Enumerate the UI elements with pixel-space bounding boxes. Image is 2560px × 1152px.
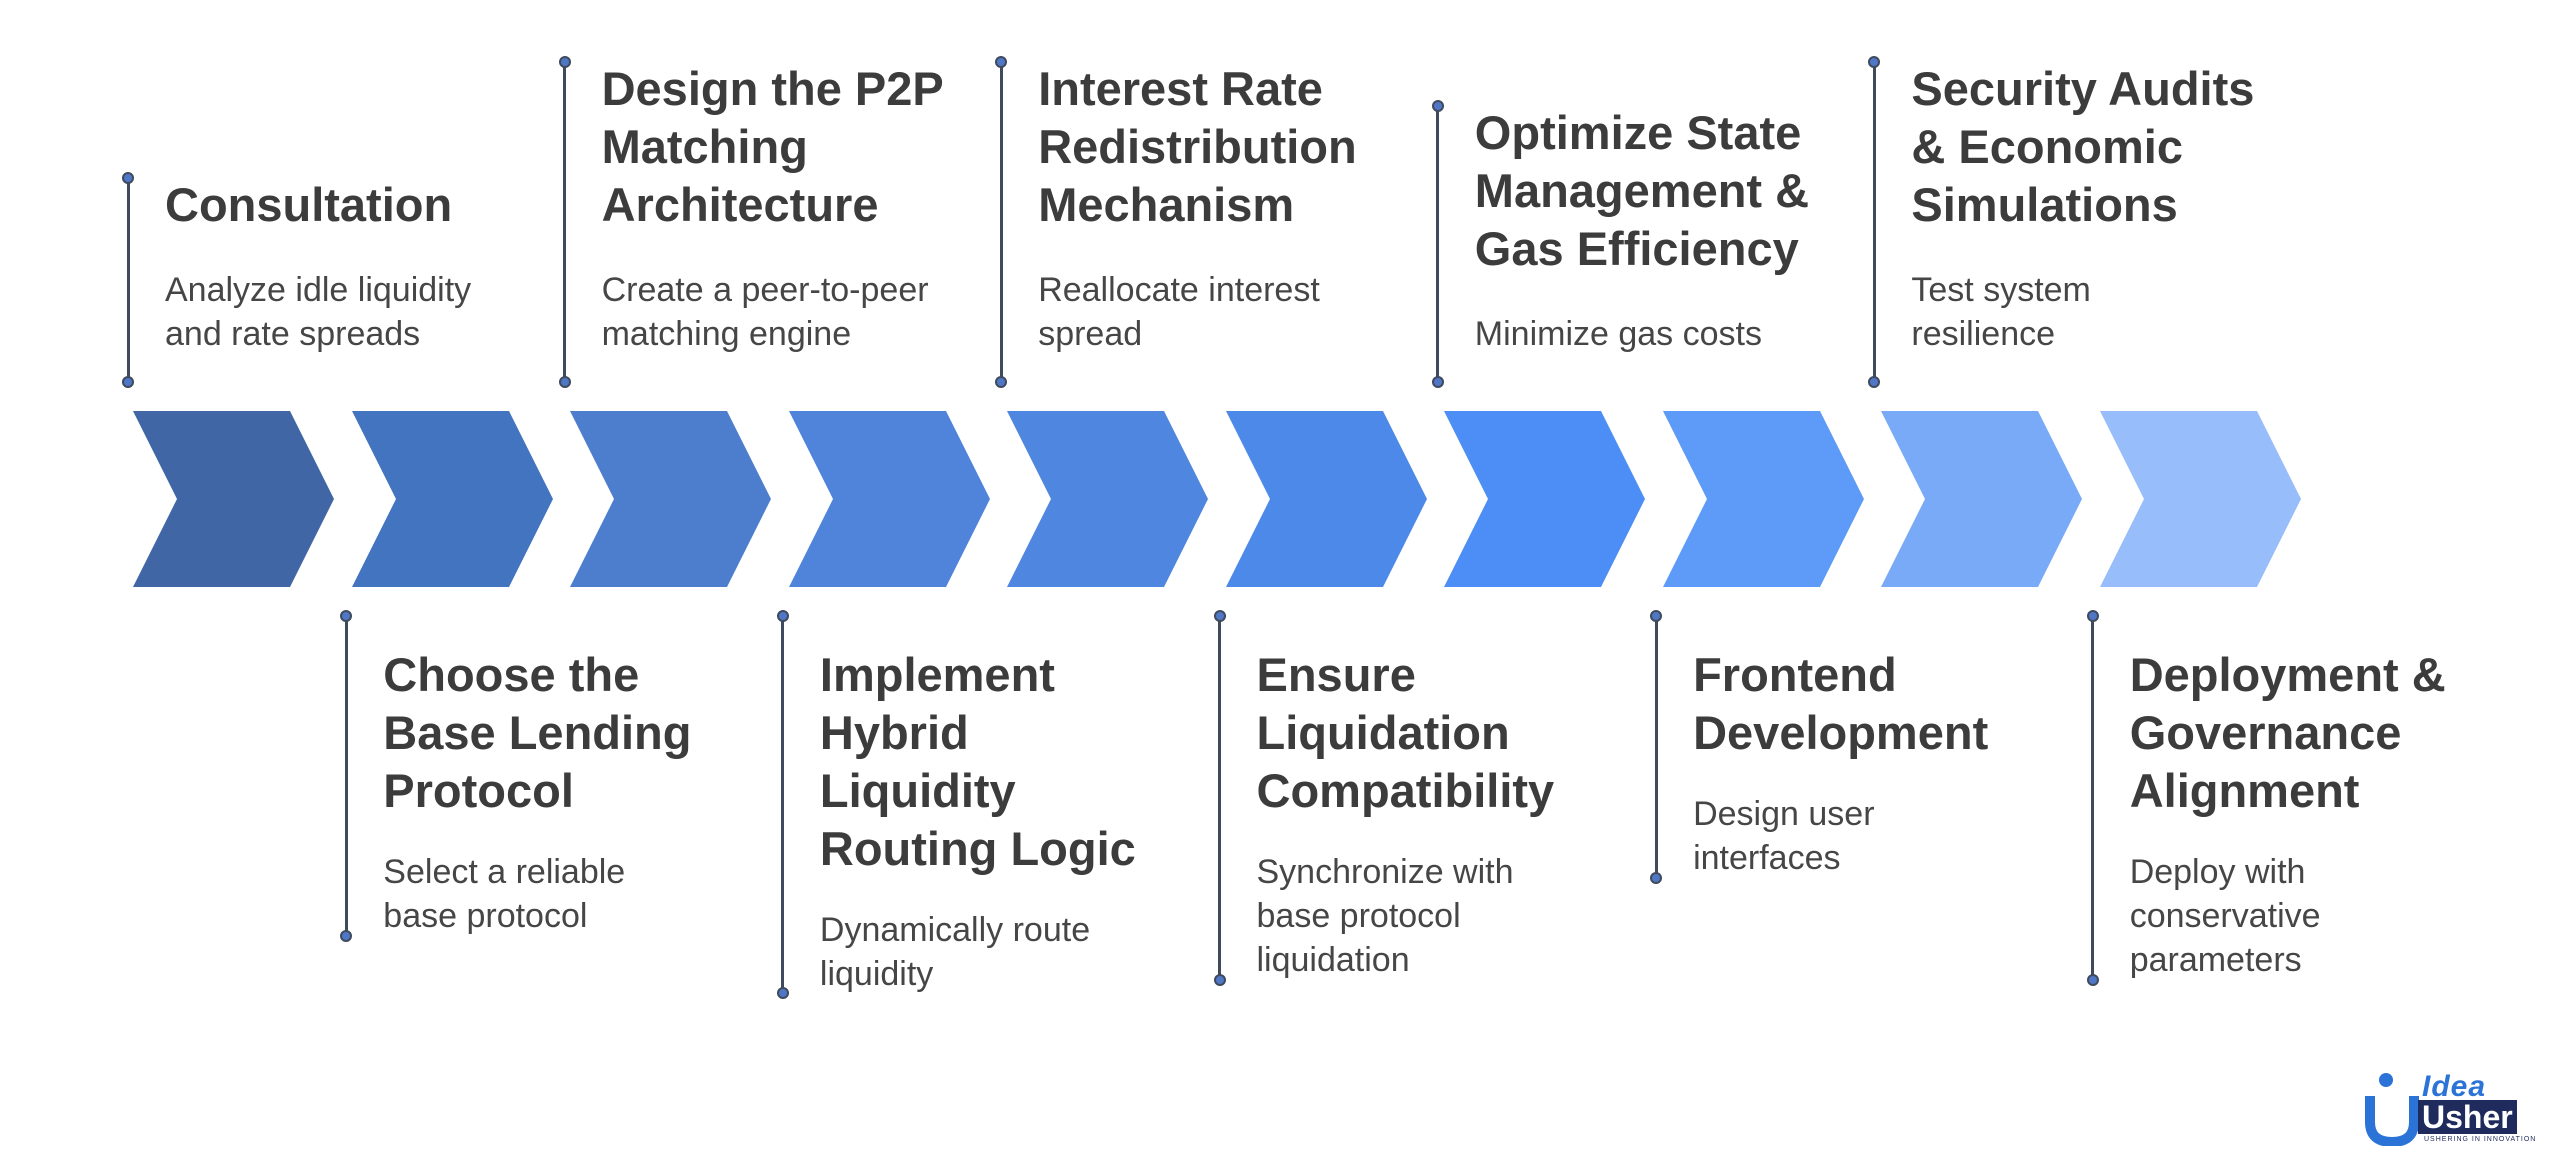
connector-dot-start — [1213, 610, 1226, 622]
chevron-step-10 — [2099, 411, 2301, 587]
step-description: Reallocate interest spread — [1038, 271, 1320, 353]
connector-dot-end — [1868, 376, 1881, 388]
step-description: Deploy with conservative parameters — [2129, 853, 2321, 979]
idea-usher-logo: Idea Usher USHERING IN INNOVATION — [2364, 1070, 2552, 1146]
connector-line — [781, 616, 785, 993]
step-title: Optimize State Management & Gas Efficien… — [1474, 106, 1810, 275]
step-title: Frontend Development — [1693, 648, 1989, 759]
chevron-step-4 — [788, 411, 990, 587]
connector-line — [1654, 616, 1658, 878]
step-description: Test system resilience — [1911, 271, 2091, 353]
step-title: Interest Rate Redistribution Mechanism — [1038, 62, 1357, 231]
step-title: Consultation — [165, 178, 453, 231]
logo-word-usher: Usher — [2418, 1100, 2517, 1134]
connector-dot-start — [776, 610, 789, 622]
connector-dot-end — [776, 987, 789, 999]
connector-dot-end — [2086, 974, 2099, 986]
step-description: Minimize gas costs — [1474, 315, 1762, 353]
connector-line — [1218, 616, 1221, 980]
chevron-step-9 — [1881, 411, 2082, 587]
logo-mark-icon — [2365, 1073, 2419, 1146]
connector-line — [999, 62, 1003, 382]
logo-word-idea: Idea — [2422, 1070, 2487, 1103]
step-title: Ensure Liquidation Compatibility — [1256, 648, 1555, 817]
connector-dot-end — [558, 376, 571, 388]
connector-line — [2091, 616, 2095, 980]
connector-line — [126, 178, 130, 382]
connector-line — [1872, 62, 1876, 382]
connector-dot-end — [995, 376, 1008, 388]
connector-dot-end — [122, 376, 134, 388]
connector-dot-end — [1213, 974, 1226, 986]
connector-dot-start — [1431, 100, 1444, 112]
chevron-step-8 — [1662, 411, 1864, 587]
connector-dot-start — [1868, 56, 1881, 68]
logo-tagline: USHERING IN INNOVATION — [2424, 1136, 2537, 1143]
connector-dot-start — [995, 56, 1008, 68]
step-title: Implement Hybrid Liquidity Routing Logic — [819, 648, 1136, 875]
connector-dot-end — [1431, 376, 1444, 388]
connector-dot-end — [340, 930, 353, 942]
step-title: Choose the Base Lending Protocol — [383, 648, 692, 817]
chevron-step-1 — [133, 411, 334, 587]
connector-dot-start — [2086, 610, 2099, 622]
chevron-step-5 — [1007, 411, 1208, 587]
chevron-step-7 — [1444, 411, 1645, 587]
connector-line — [1436, 106, 1440, 382]
connector-dot-start — [340, 610, 353, 622]
connector-dot-start — [1650, 610, 1663, 622]
step-title: Deployment & Governance Alignment — [2129, 648, 2446, 817]
step-description: Dynamically route liquidity — [819, 911, 1091, 993]
connector-dot-start — [122, 172, 134, 184]
step-title: Security Audits & Economic Simulations — [1911, 62, 2255, 231]
step-description: Create a peer-to-peer matching engine — [601, 271, 929, 353]
step-description: Select a reliable base protocol — [383, 853, 626, 935]
connector-line — [563, 62, 567, 382]
connector-line — [344, 616, 348, 936]
step-title: Design the P2P Matching Architecture — [601, 62, 944, 231]
chevron-step-6 — [1225, 411, 1427, 587]
connector-dot-start — [558, 56, 571, 68]
chevron-step-2 — [351, 411, 553, 587]
chevron-step-3 — [570, 411, 771, 587]
step-description: Analyze idle liquidity and rate spreads — [165, 271, 472, 353]
step-description: Design user interfaces — [1693, 795, 1875, 877]
connector-dot-end — [1650, 872, 1663, 884]
step-description: Synchronize with base protocol liquidati… — [1256, 853, 1514, 979]
